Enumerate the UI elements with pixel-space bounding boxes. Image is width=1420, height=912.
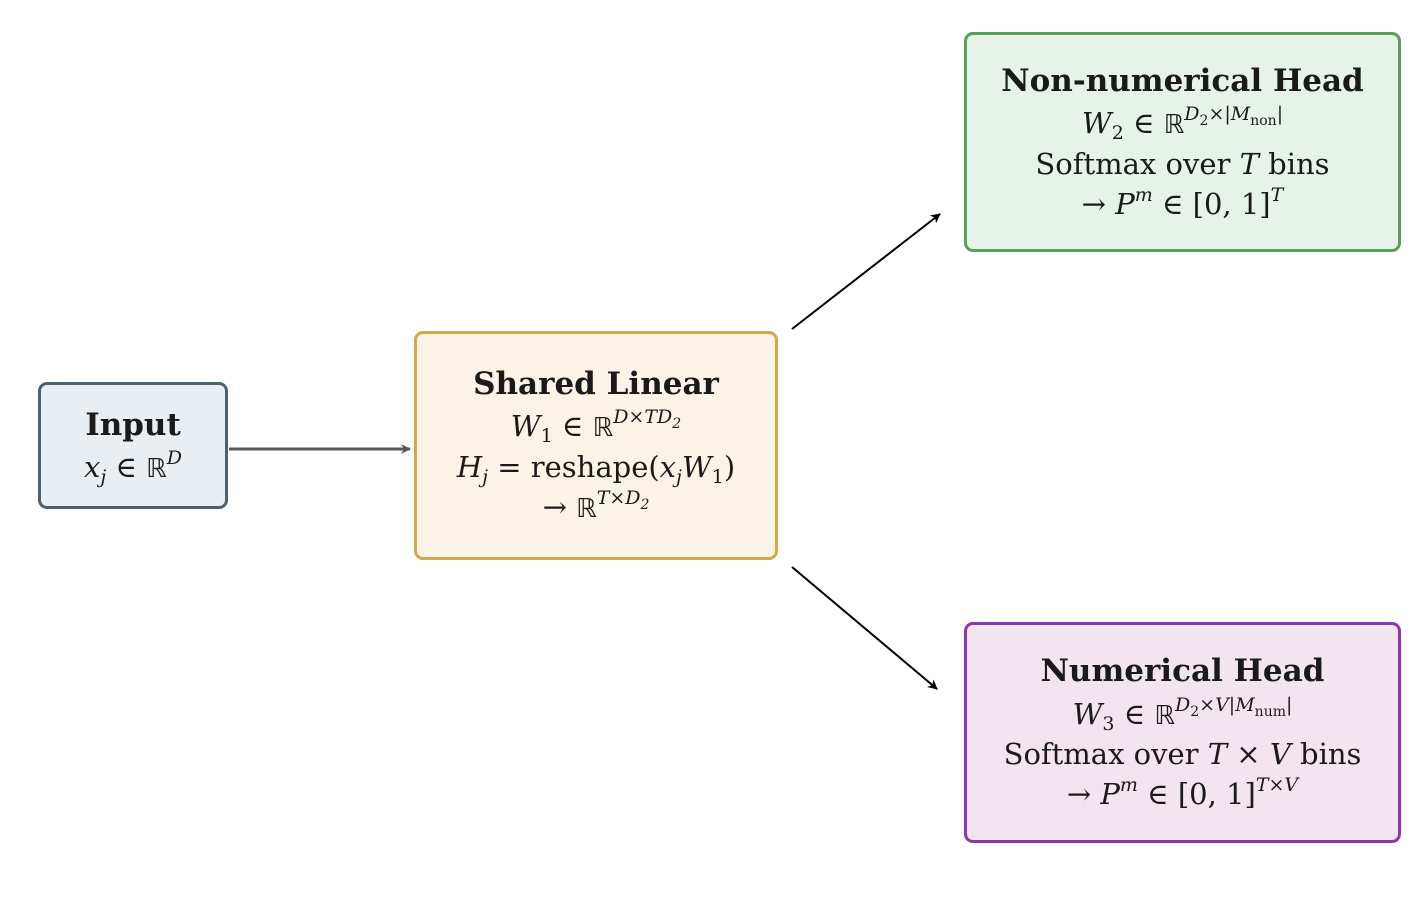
arrow-shared-to-nonnum: [791, 213, 941, 330]
input-node: Input xj ∈ ℝD: [38, 382, 228, 509]
close-paren: ): [723, 449, 736, 484]
arrow-shared-to-num: [791, 566, 938, 690]
arrow-symbol: →: [1066, 777, 1101, 812]
shared-weight-formula: W1 ∈ ℝD×TD2: [510, 406, 682, 448]
op-in: ∈: [106, 449, 147, 484]
var-V: V: [1269, 737, 1291, 772]
input-formula: xj ∈ ℝD: [84, 446, 182, 488]
sup-m: m: [1134, 183, 1153, 206]
sup-sub-2: 2: [640, 497, 650, 514]
num-title: Numerical Head: [1040, 653, 1325, 690]
shared-reshape-formula: Hj = reshape(xjW1): [456, 449, 736, 487]
num-weight-formula: W3 ∈ ℝD2×V|Mnum|: [1072, 693, 1293, 735]
bins-suffix: bins: [1258, 146, 1330, 181]
var-P: P: [1115, 186, 1135, 221]
sub-3: 3: [1102, 712, 1115, 735]
interval-text: ∈ [0, 1]: [1152, 186, 1271, 221]
op-in: ∈: [552, 409, 593, 444]
sup-times-V: ×V|: [1199, 693, 1236, 716]
set-reals: ℝ: [1154, 700, 1175, 731]
set-reals: ℝ: [146, 453, 167, 484]
cal-M: M: [1235, 693, 1255, 716]
nonnum-softmax-text: Softmax over T bins: [1035, 147, 1329, 181]
arrow-symbol: →: [542, 490, 577, 525]
op-in: ∈: [1123, 106, 1164, 141]
sub-j: j: [482, 465, 489, 488]
sub-1: 1: [540, 425, 553, 448]
set-reals: ℝ: [1163, 110, 1185, 141]
non-numerical-head-node: Non-numerical Head W2 ∈ ℝD2×|Mnon| Softm…: [964, 32, 1401, 252]
sup-sub-2: 2: [1190, 703, 1200, 720]
nonnum-title: Non-numerical Head: [1001, 62, 1364, 99]
set-reals: ℝ: [592, 413, 614, 444]
cal-M: M: [1230, 103, 1251, 126]
sub-num: num: [1254, 703, 1286, 720]
softmax-prefix: Softmax over: [1035, 146, 1240, 181]
sub-non: non: [1250, 113, 1277, 130]
sup-dims: T×D: [596, 487, 641, 510]
bins-suffix: bins: [1290, 737, 1362, 772]
nonnum-output-formula: → Pm ∈ [0, 1]T: [1081, 183, 1284, 221]
set-reals: ℝ: [576, 494, 597, 525]
num-output-formula: → Pm ∈ [0, 1]T×V: [1066, 774, 1299, 812]
var-x: x: [659, 449, 677, 484]
var-x: x: [84, 449, 101, 484]
op-in: ∈: [1114, 696, 1155, 731]
var-T: T: [1239, 146, 1259, 181]
sub-j: j: [100, 465, 107, 488]
shared-output-formula: → ℝT×D2: [542, 487, 650, 525]
reshape-text: = reshape(: [488, 449, 660, 484]
var-P: P: [1100, 777, 1120, 812]
sup-D: D: [166, 446, 182, 469]
var-W: W: [681, 449, 712, 484]
softmax-prefix: Softmax over: [1003, 737, 1208, 772]
var-W: W: [1072, 696, 1103, 731]
var-W: W: [1081, 106, 1112, 141]
var-W: W: [510, 409, 541, 444]
var-H: H: [456, 449, 483, 484]
sub-1: 1: [711, 465, 724, 488]
times-symbol: ×: [1227, 737, 1270, 772]
shared-linear-node: Shared Linear W1 ∈ ℝD×TD2 Hj = reshape(x…: [414, 331, 778, 560]
sup-bar: |: [1285, 693, 1293, 716]
sup-TxV: T×V: [1255, 774, 1299, 797]
arrow-symbol: →: [1081, 186, 1116, 221]
sup-D: D: [1175, 693, 1191, 716]
sup-sub-2: 2: [672, 416, 682, 433]
var-T: T: [1207, 737, 1228, 772]
interval-text: ∈ [0, 1]: [1137, 777, 1256, 812]
sub-j: j: [676, 465, 682, 488]
sub-2: 2: [1111, 122, 1124, 145]
sup-T: T: [1270, 183, 1284, 206]
numerical-head-node: Numerical Head W3 ∈ ℝD2×V|Mnum| Softmax …: [964, 622, 1401, 843]
input-title: Input: [85, 406, 181, 443]
sup-times: ×|: [1208, 103, 1231, 126]
num-softmax-text: Softmax over T × V bins: [1004, 737, 1362, 771]
nonnum-weight-formula: W2 ∈ ℝD2×|Mnon|: [1081, 103, 1284, 145]
sup-bar: |: [1276, 103, 1284, 126]
sup-m: m: [1119, 774, 1138, 797]
sup-D: D: [1184, 103, 1200, 126]
shared-title: Shared Linear: [473, 366, 719, 403]
sup-sub-2: 2: [1199, 113, 1209, 130]
sup-dims: D×TD: [613, 406, 673, 429]
